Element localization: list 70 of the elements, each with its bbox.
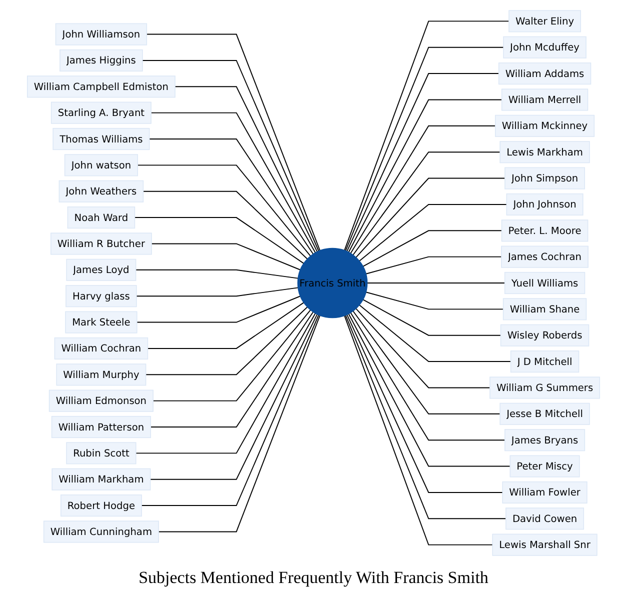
connector xyxy=(352,310,501,414)
connector xyxy=(135,312,316,454)
node-box: Rubin Scott xyxy=(66,442,136,464)
node-box: William R Butcher xyxy=(50,232,152,255)
connector xyxy=(158,314,320,532)
node-box: David Cowen xyxy=(506,508,584,530)
connector xyxy=(355,178,506,258)
connector xyxy=(145,306,308,376)
connector xyxy=(366,282,506,284)
node-box: William Edmonson xyxy=(48,390,154,412)
connector xyxy=(365,292,504,310)
connector xyxy=(362,230,502,267)
node-box: William Campbell Edmiston xyxy=(26,76,176,98)
connector xyxy=(358,304,512,362)
connector xyxy=(365,256,502,274)
node-box: Peter Miscy xyxy=(510,455,580,478)
node-box: Yuell Williams xyxy=(504,272,586,294)
connector xyxy=(148,138,314,255)
connector xyxy=(348,99,502,253)
node-box: William Addams xyxy=(498,62,592,85)
node-box: Mark Steele xyxy=(65,311,138,334)
connector xyxy=(344,315,494,546)
connector xyxy=(150,112,316,254)
node-box: Walter Eliny xyxy=(508,10,581,32)
connector xyxy=(355,308,490,388)
node-box: William Cochran xyxy=(54,337,148,360)
node-box: William Merrell xyxy=(501,88,588,111)
node-box: Lewis Markham xyxy=(500,141,590,164)
connector xyxy=(136,287,299,297)
node-box: William Cunningham xyxy=(43,520,159,543)
connector xyxy=(346,73,500,252)
connector xyxy=(141,314,320,506)
node-circle: Francis Smith xyxy=(297,248,368,318)
connector xyxy=(150,311,314,428)
connector xyxy=(136,296,301,323)
node-box: William Shane xyxy=(502,298,587,320)
node-box: William Fowler xyxy=(502,481,588,504)
node-box: Wisley Roberds xyxy=(500,324,590,346)
node-box: William Murphy xyxy=(56,364,146,386)
connector xyxy=(134,217,304,264)
node-box: William Markham xyxy=(52,468,151,490)
connector xyxy=(137,164,312,257)
node-box: William Mckinney xyxy=(494,114,595,137)
connector xyxy=(346,314,504,493)
connector xyxy=(135,269,299,279)
connector xyxy=(150,314,318,480)
connector xyxy=(345,46,504,252)
connector xyxy=(350,312,506,441)
node-box: Lewis Marshall Snr xyxy=(492,534,598,556)
connector xyxy=(362,299,502,336)
node-box: William Patterson xyxy=(51,416,152,438)
connector xyxy=(352,152,501,256)
node-box: Peter. L. Moore xyxy=(501,220,588,242)
connector xyxy=(348,313,511,467)
connector xyxy=(344,20,510,251)
connector xyxy=(147,302,304,349)
connector xyxy=(152,309,312,402)
connector xyxy=(174,86,318,252)
node-box: Robert Hodge xyxy=(60,494,142,517)
node-box: Thomas Williams xyxy=(52,128,150,150)
node-box: William G Summers xyxy=(490,376,600,399)
node-box: Noah Ward xyxy=(67,206,136,229)
connector xyxy=(142,190,308,260)
node-box: Starling A. Bryant xyxy=(50,102,152,124)
connector xyxy=(345,314,506,520)
connector xyxy=(151,243,301,270)
diagram-title: Subjects Mentioned Frequently With Francis Smith xyxy=(138,568,488,588)
connector xyxy=(350,125,496,254)
connector xyxy=(358,204,508,262)
node-box: Harvy glass xyxy=(66,285,137,308)
